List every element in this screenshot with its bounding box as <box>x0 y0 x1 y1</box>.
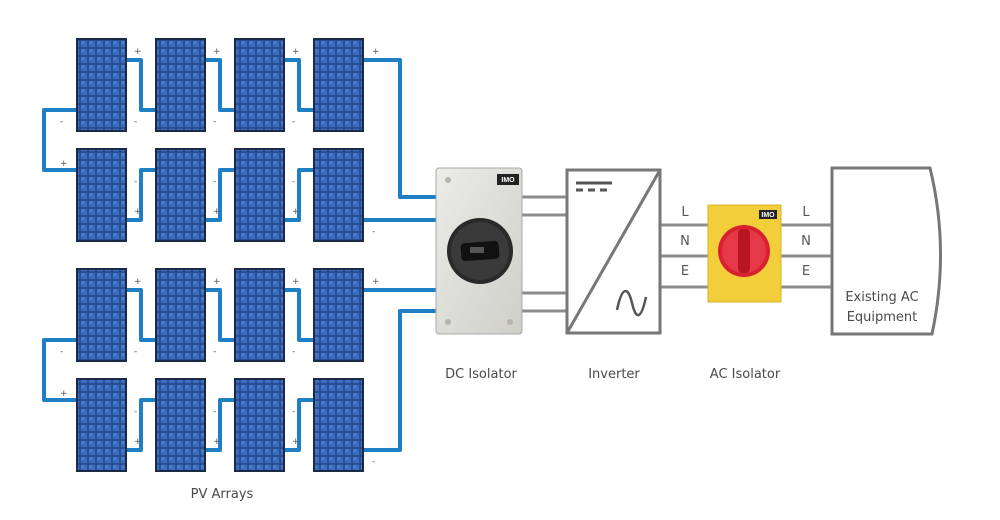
series-wire <box>127 58 155 112</box>
dc-brand-plate <box>497 174 519 185</box>
existing-ac-equipment <box>830 166 943 336</box>
positive-terminal-mark: + <box>372 47 380 57</box>
negative-terminal-mark: - <box>213 117 216 127</box>
terminal-label-n: N <box>801 234 811 249</box>
positive-terminal-mark: + <box>292 277 300 287</box>
negative-terminal-mark: - <box>292 117 295 127</box>
positive-terminal-mark: + <box>213 277 221 287</box>
sine-wave-icon <box>615 289 648 317</box>
loop-wire <box>42 108 76 172</box>
positive-terminal-mark: + <box>60 389 68 399</box>
positive-terminal-mark: + <box>292 207 300 217</box>
existing-ac-equipment-label-line2: Equipment <box>847 310 918 325</box>
pv-panel <box>234 268 285 362</box>
positive-terminal-mark: + <box>134 207 142 217</box>
loop-wire <box>42 338 76 402</box>
dc-output-wire <box>364 58 436 199</box>
screw-icon <box>507 319 513 325</box>
dc-isolator: IMO <box>435 167 523 335</box>
existing-ac-equipment-label-line1: Existing AC <box>845 290 918 305</box>
pv-panel <box>234 378 285 472</box>
pv-panel <box>155 268 206 362</box>
dc-brand-text: IMO <box>501 177 515 184</box>
pv-arrays <box>76 38 364 472</box>
negative-terminal-mark: - <box>213 177 216 187</box>
series-wire <box>127 168 155 222</box>
series-wire <box>285 288 313 342</box>
series-wire <box>206 288 234 342</box>
pv-panel <box>234 148 285 242</box>
terminal-labels-out: L N E <box>801 205 811 279</box>
series-wire <box>206 58 234 112</box>
pv-panel <box>313 268 364 362</box>
pv-panel <box>313 38 364 132</box>
negative-terminal-mark: - <box>60 117 63 127</box>
pv-panel <box>313 378 364 472</box>
pv-panel <box>155 148 206 242</box>
negative-terminal-mark: - <box>213 347 216 357</box>
negative-terminal-mark: - <box>134 177 137 187</box>
series-wire <box>127 398 155 452</box>
negative-terminal-mark: - <box>372 227 375 237</box>
ac-brand-plate <box>759 210 777 219</box>
pv-panel <box>76 268 127 362</box>
dc-output-wire <box>364 309 436 452</box>
positive-terminal-mark: + <box>372 277 380 287</box>
positive-terminal-mark: + <box>134 437 142 447</box>
terminal-label-l: L <box>681 205 689 220</box>
ac-isolator-knob-icon <box>718 225 770 277</box>
negative-terminal-mark: - <box>292 407 295 417</box>
pv-panel <box>313 148 364 242</box>
pv-panel <box>155 38 206 132</box>
negative-terminal-mark: - <box>292 347 295 357</box>
screw-icon <box>445 319 451 325</box>
dc-symbol-icon <box>576 181 612 192</box>
pv-panel <box>155 378 206 472</box>
pv-panel <box>234 38 285 132</box>
pv-panel <box>76 378 127 472</box>
positive-terminal-mark: + <box>134 47 142 57</box>
screw-icon <box>445 177 451 183</box>
ac-isolator-label: AC Isolator <box>710 367 781 382</box>
negative-terminal-mark: - <box>292 177 295 187</box>
series-wire <box>285 58 313 112</box>
negative-terminal-mark: - <box>213 407 216 417</box>
negative-terminal-mark: - <box>134 347 137 357</box>
series-wire <box>206 168 234 222</box>
inverter-label: Inverter <box>588 367 640 382</box>
positive-terminal-mark: + <box>60 159 68 169</box>
polarity-marks: + - + - + - + - + - + - + - + - + - + - + - + - - + - + + - + - <box>60 47 380 467</box>
series-wire <box>206 398 234 452</box>
ac-wires <box>522 195 832 313</box>
terminal-label-e: E <box>681 264 689 279</box>
inverter <box>565 168 662 335</box>
ac-brand-text: IMO <box>761 212 775 219</box>
terminal-label-l: L <box>802 205 810 220</box>
negative-terminal-mark: - <box>134 407 137 417</box>
dc-isolator-label: DC Isolator <box>445 367 517 382</box>
positive-terminal-mark: + <box>134 277 142 287</box>
negative-terminal-mark: - <box>134 117 137 127</box>
series-wire <box>285 168 313 222</box>
terminal-labels-in: L N E <box>680 205 690 279</box>
dc-wires <box>42 58 436 452</box>
pv-panel <box>76 148 127 242</box>
negative-terminal-mark: - <box>372 457 375 467</box>
series-wire <box>285 398 313 452</box>
positive-terminal-mark: + <box>213 207 221 217</box>
pv-arrays-label: PV Arrays <box>191 487 254 502</box>
dc-isolator-knob-icon <box>447 218 513 284</box>
ac-isolator: IMO <box>707 204 782 303</box>
positive-terminal-mark: + <box>292 437 300 447</box>
terminal-label-e: E <box>802 264 810 279</box>
series-wire <box>127 288 155 342</box>
pv-panel <box>76 38 127 132</box>
positive-terminal-mark: + <box>292 47 300 57</box>
positive-terminal-mark: + <box>213 437 221 447</box>
terminal-label-n: N <box>680 234 690 249</box>
negative-terminal-mark: - <box>60 347 63 357</box>
positive-terminal-mark: + <box>213 47 221 57</box>
